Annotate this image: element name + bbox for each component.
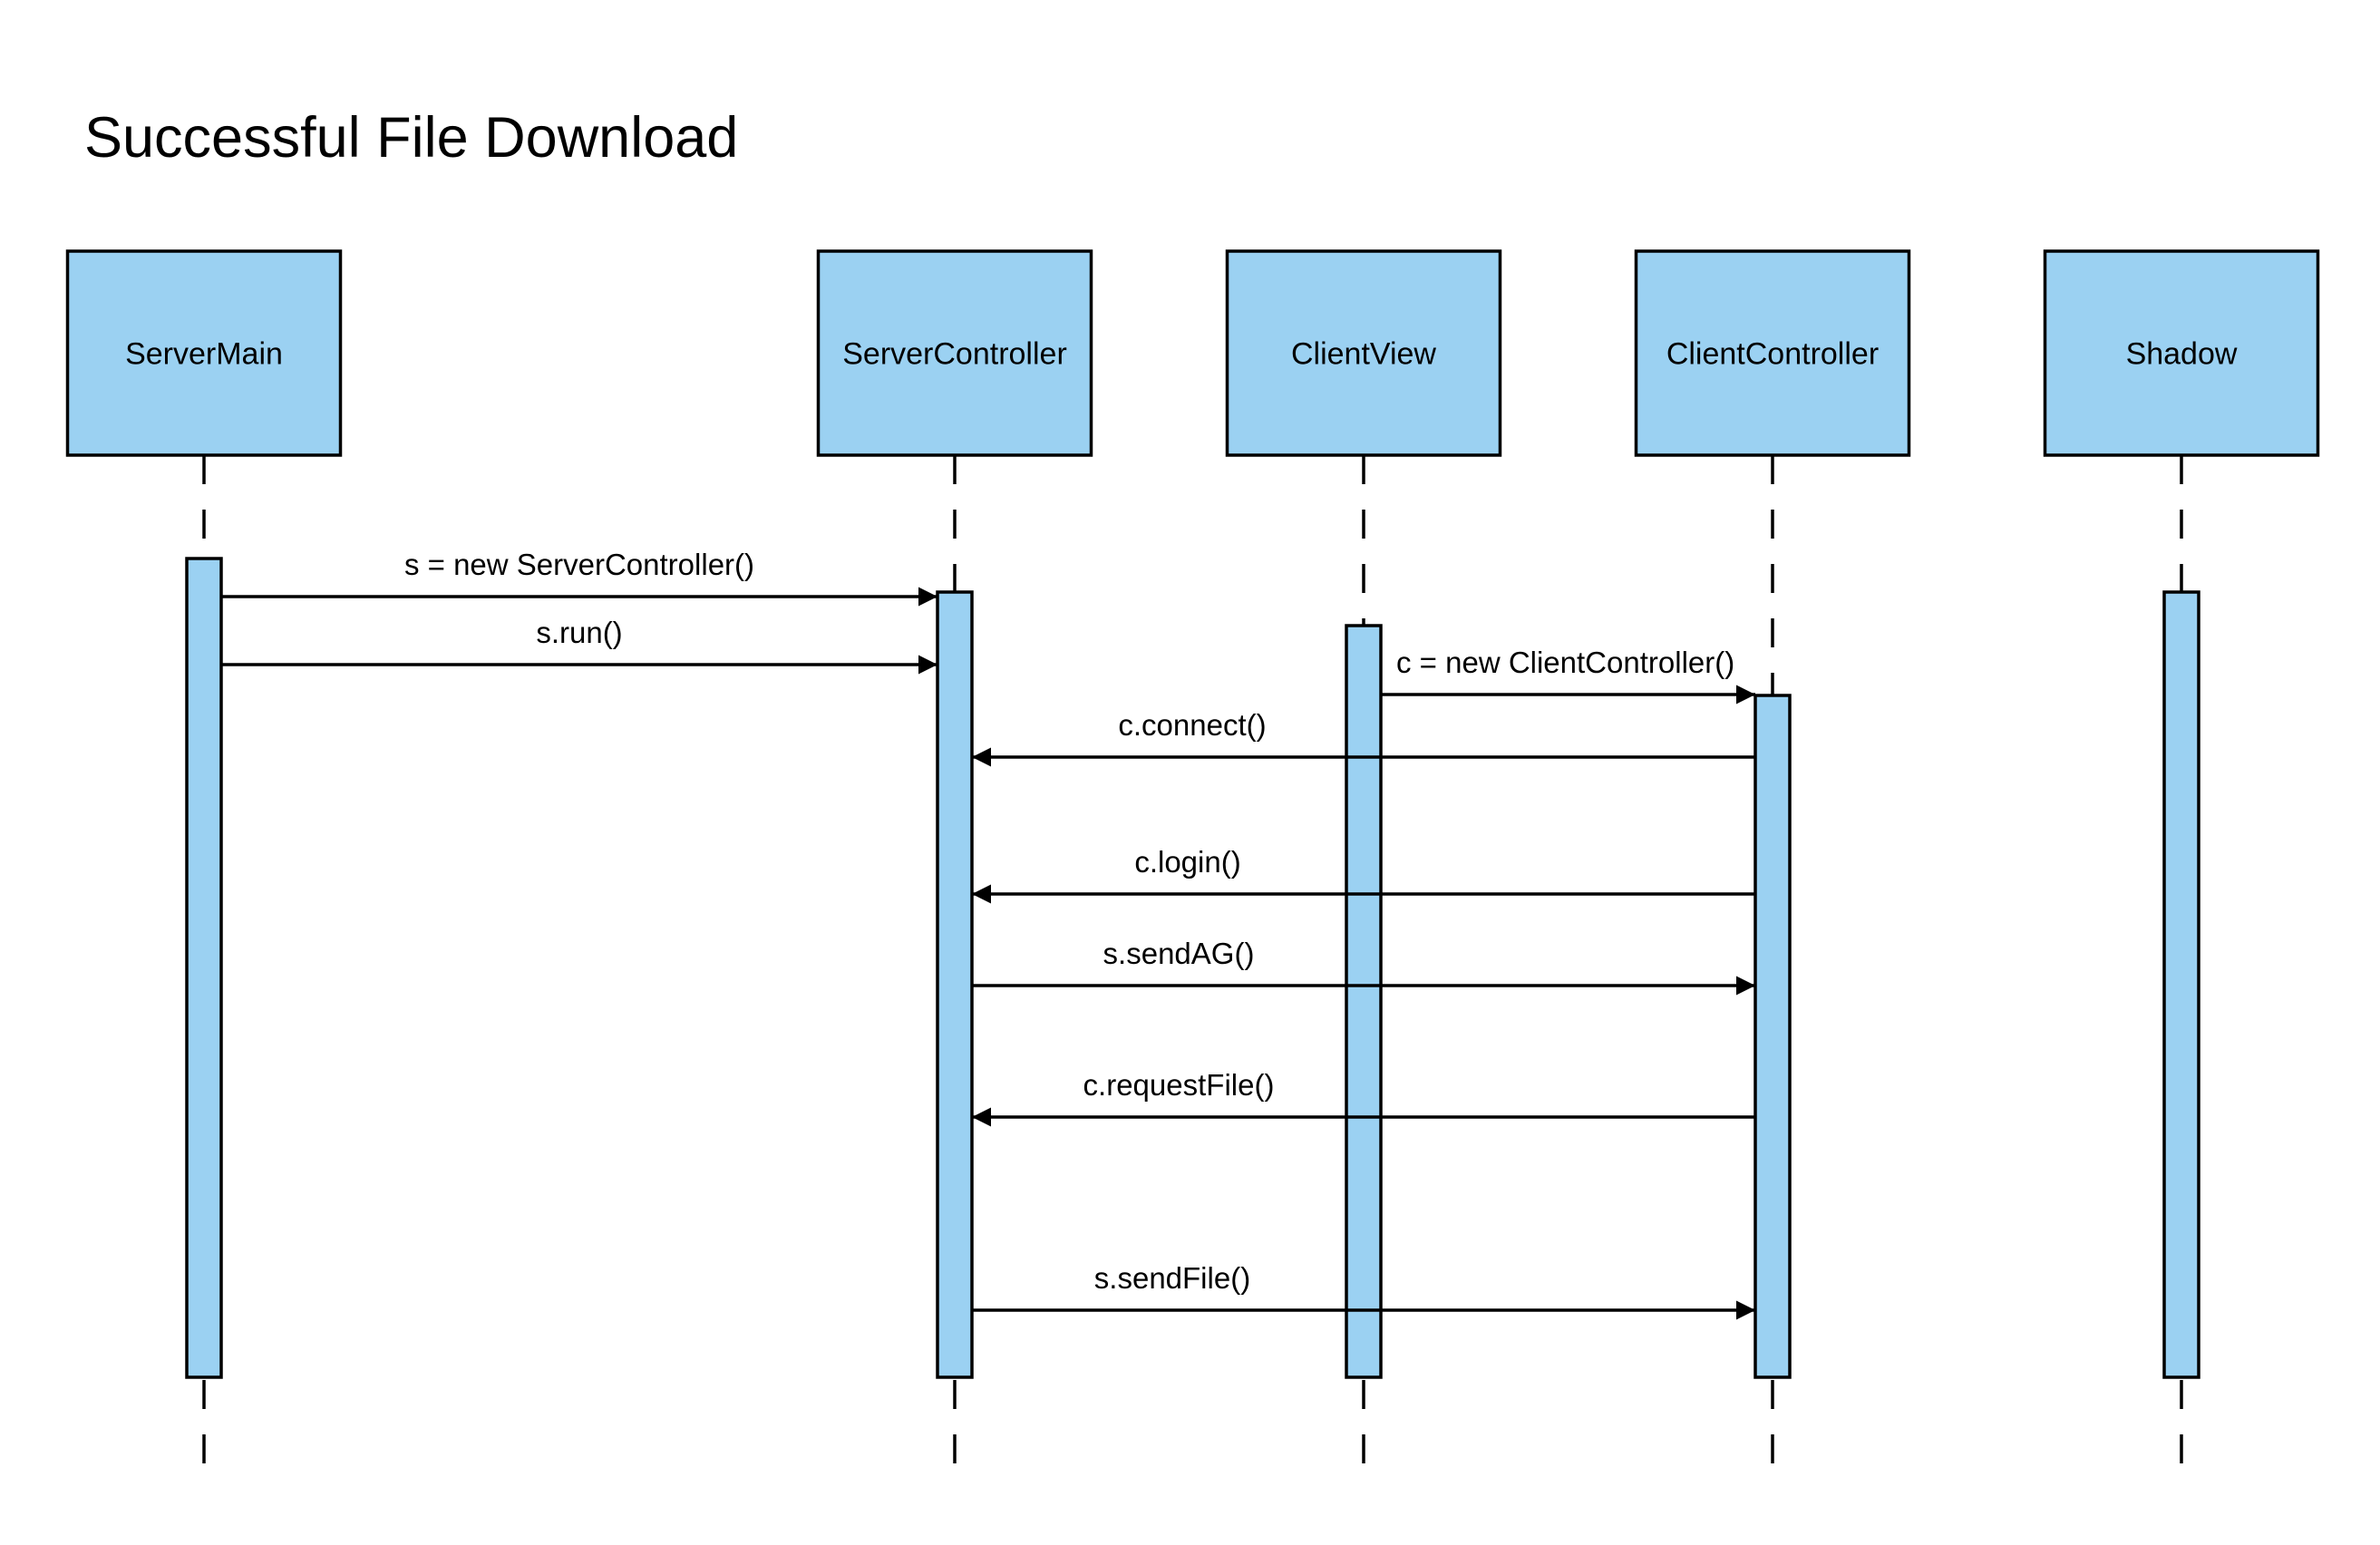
lifeline-box <box>1634 249 1911 457</box>
lifeline-shadow: Shadow <box>2043 249 2320 1480</box>
lifeline-box <box>1225 249 1502 457</box>
messages: s = new ServerController() s.run() c = new… <box>221 548 1755 1320</box>
message-label: c.login() <box>1134 845 1240 879</box>
message-sendag: s.sendAG() <box>972 937 1755 996</box>
message-run: s.run() <box>221 616 937 675</box>
lifeline-box <box>2043 249 2320 457</box>
lifeline-servercontroller: ServerController <box>816 249 1093 1480</box>
lifeline-label: ClientView <box>1291 337 1436 372</box>
lifeline-label: ClientController <box>1666 337 1879 372</box>
message-label: s = new ServerController() <box>404 548 754 581</box>
message-label: c.connect() <box>1118 708 1266 742</box>
lifeline-clientview: ClientView <box>1225 249 1502 1480</box>
lifelines: ServerMain ServerController ClientView Clie… <box>65 249 2320 1480</box>
lifeline-label: ServerController <box>842 337 1067 372</box>
lifeline-label: Shadow <box>2126 337 2238 372</box>
message-label: s.sendAG() <box>1103 937 1255 970</box>
message-label: c = new ClientController() <box>1396 646 1734 679</box>
message-new-clientcontroller: c = new ClientController() <box>1381 646 1755 704</box>
message-login: c.login() <box>972 845 1755 904</box>
message-label: s.run() <box>536 616 622 649</box>
activation-bar <box>1345 624 1383 1379</box>
message-label: c.requestFile() <box>1083 1068 1275 1102</box>
activation-bar <box>185 557 223 1379</box>
lifeline-box <box>816 249 1093 457</box>
message-sendfile: s.sendFile() <box>972 1261 1755 1320</box>
lifeline-label: ServerMain <box>125 337 283 372</box>
diagram-title: Successful File Download <box>84 106 738 170</box>
message-connect: c.connect() <box>972 708 1755 767</box>
activation-bar <box>936 590 974 1379</box>
lifeline-servermain: ServerMain <box>65 249 343 1480</box>
lifeline-box <box>65 249 343 457</box>
message-new-servercontroller: s = new ServerController() <box>221 548 937 607</box>
activation-bar <box>1753 694 1792 1379</box>
message-requestfile: c.requestFile() <box>972 1068 1755 1127</box>
activation-bar <box>2162 590 2200 1379</box>
lifeline-clientcontroller: ClientController <box>1634 249 1911 1480</box>
message-label: s.sendFile() <box>1094 1261 1250 1295</box>
